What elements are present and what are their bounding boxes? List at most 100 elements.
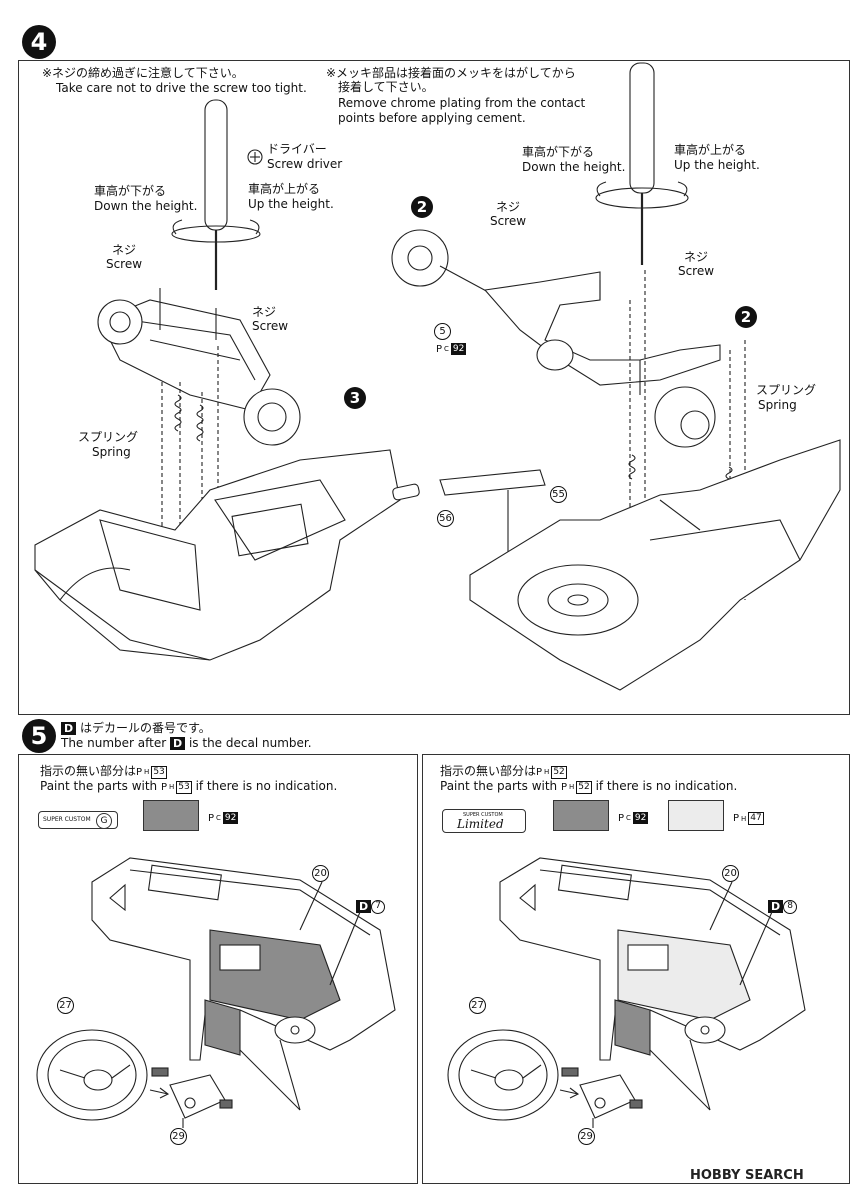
decal-no: 8 bbox=[783, 899, 798, 914]
screw-label-en-4: Screw bbox=[677, 264, 715, 278]
screw-label-jp-3: ネジ bbox=[495, 200, 520, 214]
right-jp-pre: 指示の無い部分は bbox=[440, 764, 537, 778]
step-4-illustration bbox=[34, 62, 841, 691]
decal-key-box: D bbox=[61, 722, 77, 735]
sub: C bbox=[216, 814, 221, 822]
code: 92 bbox=[222, 812, 239, 824]
screwdriver-left-icon bbox=[171, 99, 263, 290]
subassembly-3-badge: 3 bbox=[344, 387, 366, 409]
dashboard-left bbox=[91, 857, 396, 1061]
screw-label-en-2: Screw bbox=[252, 319, 289, 333]
up-height-en-right: Up the height. bbox=[674, 158, 760, 172]
right-paint-sub-2: H bbox=[569, 783, 575, 791]
screw-label-jp-4: ネジ bbox=[683, 250, 708, 264]
step-4-badge: 4 bbox=[22, 25, 56, 59]
up-height-en-left: Up the height. bbox=[248, 197, 334, 211]
down-height-jp-left: 車高が下がる bbox=[94, 184, 167, 198]
step-number: 5 bbox=[30, 722, 48, 750]
right-en-post: if there is no indication. bbox=[595, 779, 738, 793]
part-5-callout: 5 bbox=[434, 323, 451, 340]
decal-key-box: D bbox=[170, 737, 186, 750]
right-paint-code-2: 52 bbox=[576, 781, 592, 794]
right-paint-sub: H bbox=[544, 768, 550, 776]
right-paint-code: 52 bbox=[551, 766, 567, 779]
subassembly-2-badge-left: 2 bbox=[411, 196, 433, 218]
up-height-jp-left: 車高が上がる bbox=[248, 182, 321, 196]
watermark: HOBBY SEARCH bbox=[690, 1168, 804, 1183]
decal-intro-jp: D はデカールの番号です。 bbox=[61, 721, 211, 736]
note-left-en: Take care not to drive the screw too tig… bbox=[56, 81, 307, 95]
code: 47 bbox=[748, 812, 764, 825]
chassis-right bbox=[469, 439, 841, 691]
screw-label-jp-1: ネジ bbox=[111, 243, 136, 257]
intro-en-post: is the decal number. bbox=[188, 736, 312, 750]
part-55-callout: 55 bbox=[550, 486, 567, 503]
screwdriver-right-icon bbox=[595, 62, 689, 265]
decal-intro-en: The number after D is the decal number. bbox=[61, 736, 312, 751]
step-5-badge: 5 bbox=[22, 719, 56, 753]
part-29-callout-right: 29 bbox=[578, 1128, 595, 1145]
chassis-left bbox=[34, 449, 401, 661]
right-en-pre: Paint the parts with bbox=[440, 779, 558, 793]
swatch-pc92-left bbox=[143, 800, 199, 831]
down-height-jp-right: 車高が下がる bbox=[522, 145, 595, 159]
logo-text: SUPER CUSTOM bbox=[463, 812, 503, 818]
logo-text: SUPER CUSTOM bbox=[43, 816, 91, 823]
steering-column-left bbox=[151, 1039, 301, 1128]
rear-axle-right bbox=[391, 229, 721, 448]
spring-label-jp-right: スプリング bbox=[756, 383, 817, 397]
decal-no: 7 bbox=[371, 899, 386, 914]
sub: C bbox=[626, 814, 631, 822]
paint-prefix: P bbox=[436, 343, 443, 355]
note-right-jp1: ※メッキ部品は接着面のメッキをはがしてから bbox=[326, 66, 576, 80]
down-height-en-left: Down the height. bbox=[94, 199, 198, 213]
left-jp-pre: 指示の無い部分は bbox=[40, 764, 137, 778]
steering-column-right bbox=[561, 1039, 711, 1128]
step-5-left-frame bbox=[18, 754, 418, 1184]
part-29-callout-left: 29 bbox=[170, 1128, 187, 1145]
part-27-callout-left: 27 bbox=[57, 997, 74, 1014]
spring-label-jp-left: スプリング bbox=[78, 430, 139, 444]
note-right-jp2: 接着して下さい。 bbox=[338, 80, 434, 94]
up-height-jp-right: 車高が上がる bbox=[674, 143, 747, 157]
note-left-jp: ※ネジの締め過ぎに注意して下さい。 bbox=[42, 66, 244, 80]
part-56-callout: 56 bbox=[437, 510, 454, 527]
driver-label-en: Screw driver bbox=[267, 157, 343, 171]
part-20-callout-left: 20 bbox=[312, 865, 329, 882]
steering-wheel-right bbox=[447, 1029, 580, 1121]
rear-axle-left bbox=[97, 288, 301, 446]
subassembly-2-badge-right: 2 bbox=[735, 306, 757, 328]
intro-en-pre: The number after bbox=[61, 736, 167, 750]
part-20-callout-right: 20 bbox=[722, 865, 739, 882]
part-27-callout-right: 27 bbox=[469, 997, 486, 1014]
driver-label-jp: ドライバー bbox=[267, 142, 327, 156]
dashboard-right bbox=[499, 857, 806, 1061]
down-height-en-right: Down the height. bbox=[522, 160, 626, 174]
step-4-frame bbox=[18, 60, 850, 715]
super-custom-g-logo: SUPER CUSTOM G bbox=[38, 811, 118, 829]
left-paint-sub: H bbox=[144, 768, 150, 776]
step-5-right-frame bbox=[422, 754, 850, 1184]
swatch-pc92-right bbox=[553, 800, 609, 831]
screw-label-en-3: Screw bbox=[489, 214, 527, 228]
code: 92 bbox=[632, 812, 649, 824]
steering-wheel-left bbox=[36, 1029, 170, 1121]
screw-label-en-1: Screw bbox=[105, 257, 143, 271]
spring-label-en-right: Spring bbox=[758, 398, 797, 412]
screw-label-jp-2: ネジ bbox=[252, 305, 277, 319]
left-en-pre: Paint the parts with bbox=[40, 779, 158, 793]
sub: H bbox=[741, 814, 747, 823]
super-custom-limited-logo: SUPER CUSTOM Limited bbox=[442, 809, 526, 833]
spring-label-en-left: Spring bbox=[92, 445, 131, 459]
